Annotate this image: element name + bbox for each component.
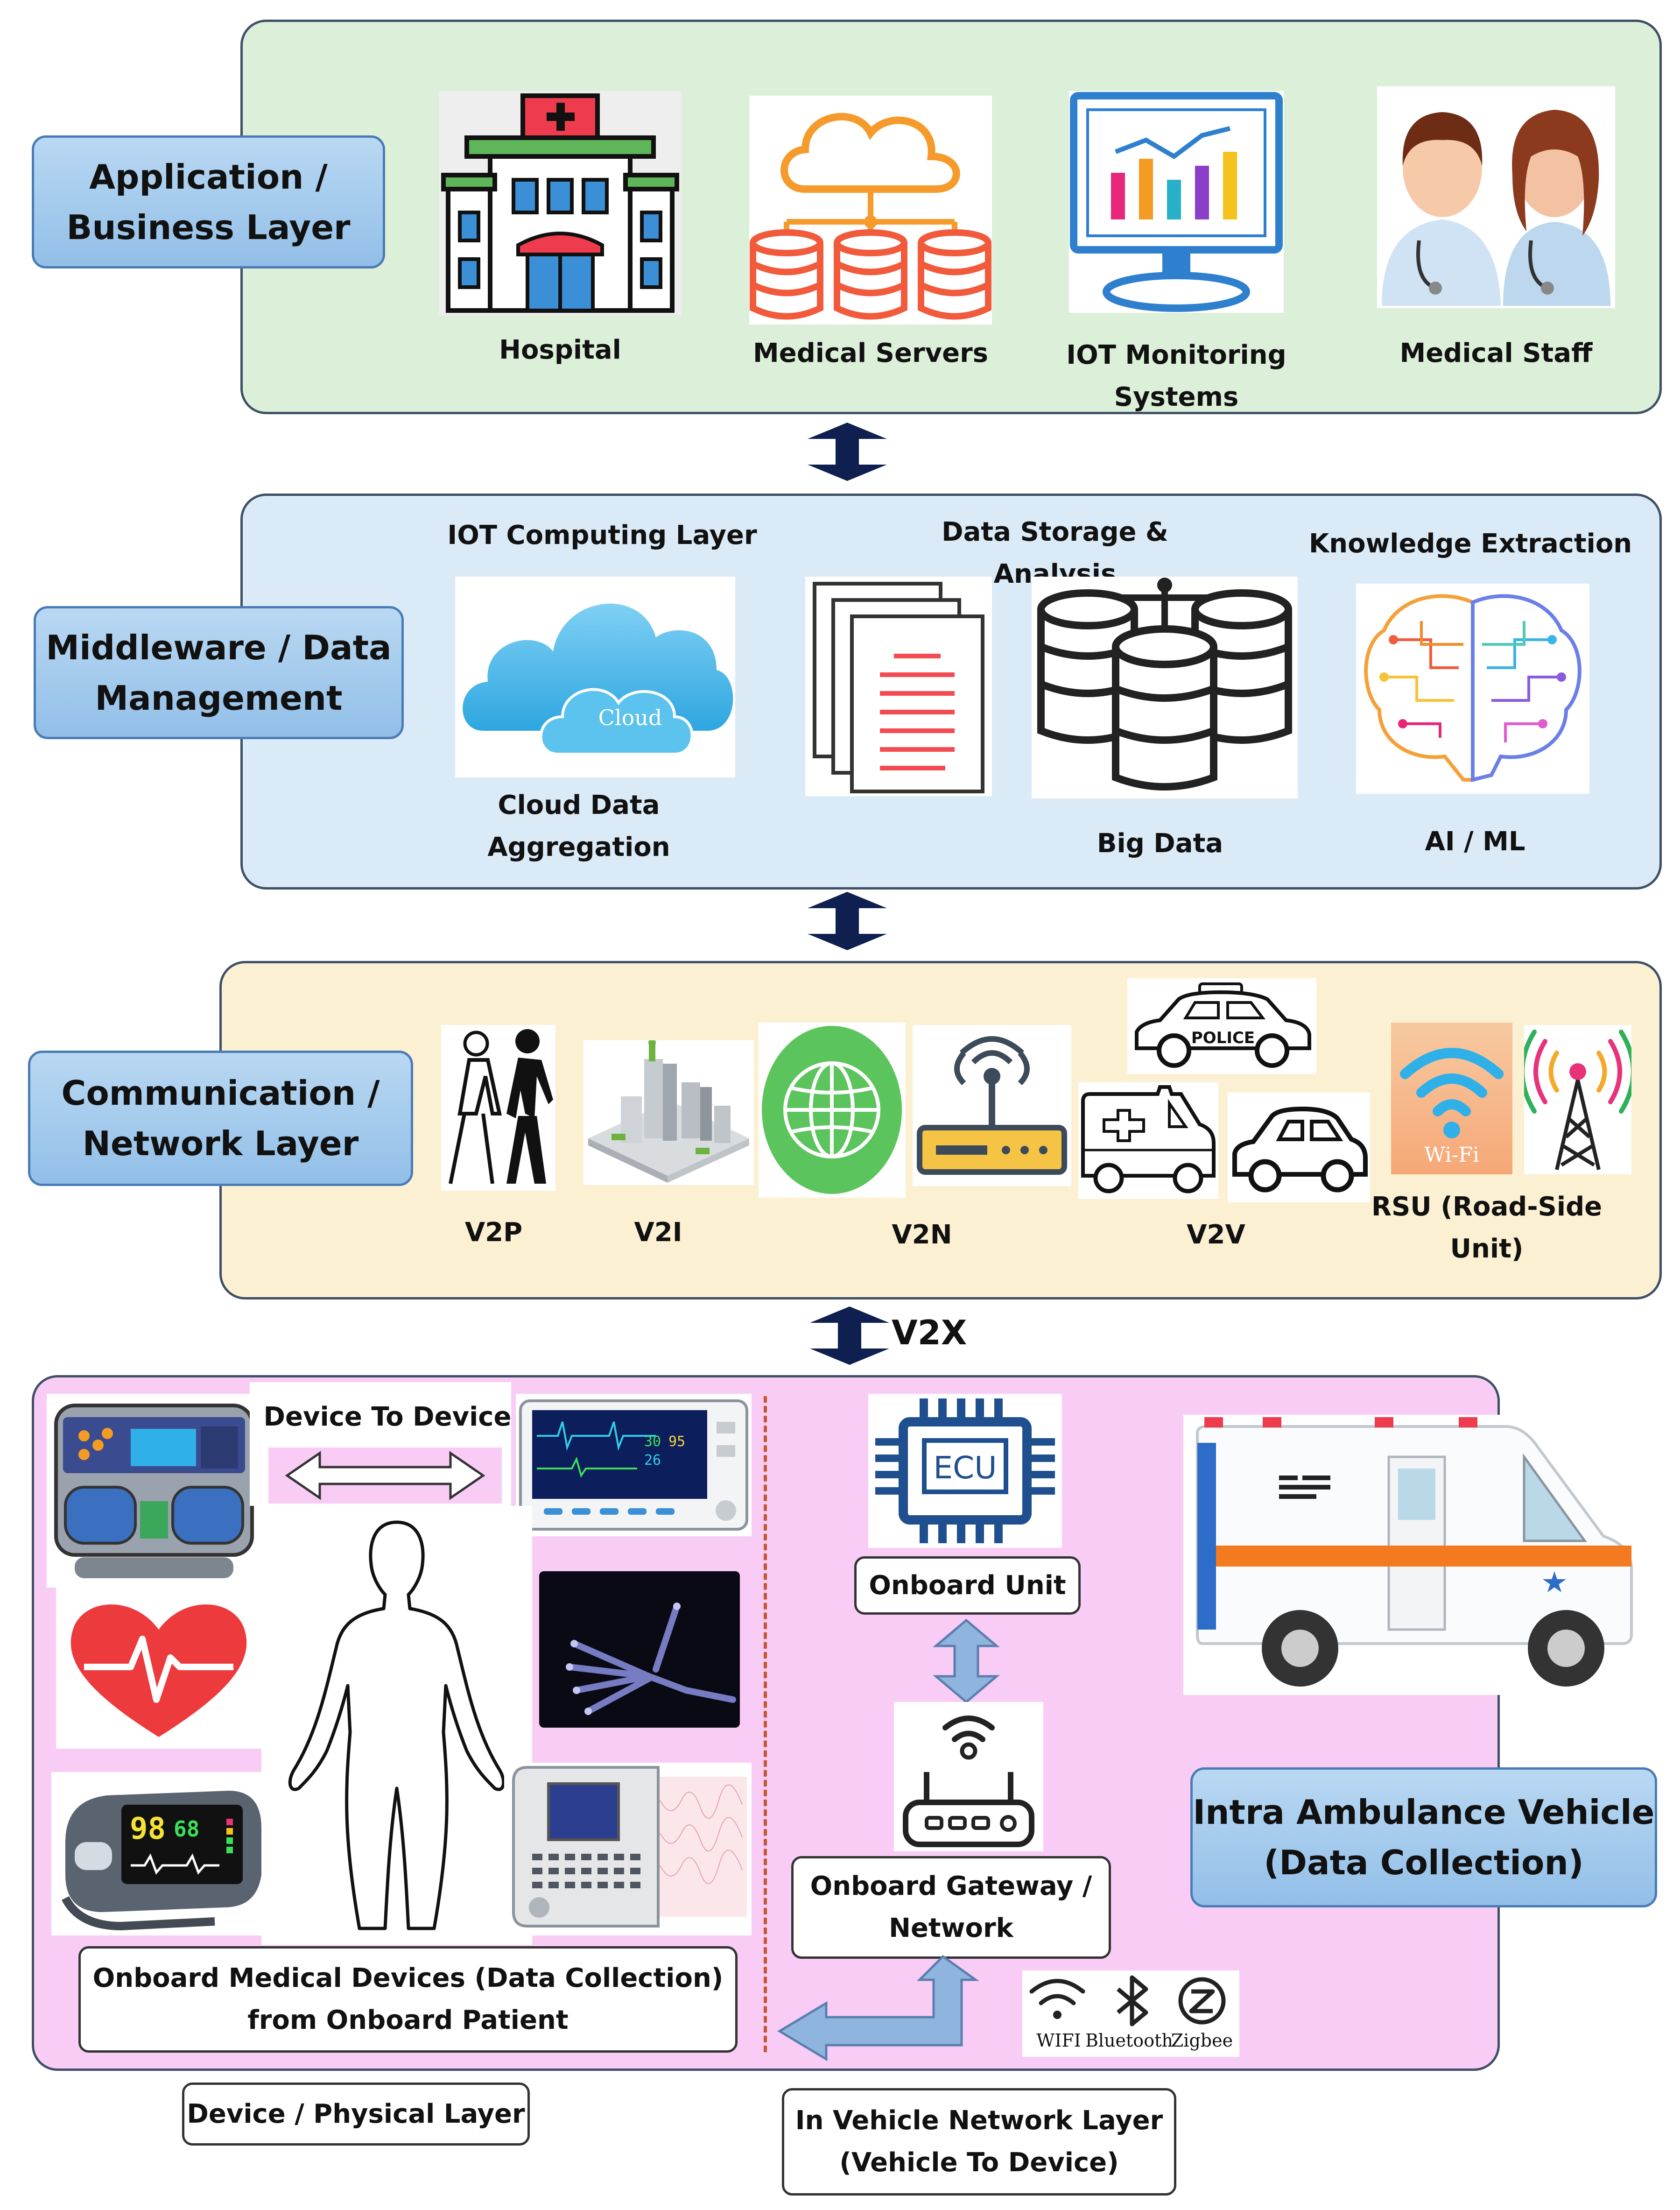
ambulance-icon (1183, 1415, 1645, 1695)
hospital-icon (439, 91, 682, 315)
cloud-text: Cloud (598, 705, 662, 730)
human-body-icon (261, 1508, 532, 1942)
v2p-caption: V2P (464, 1217, 523, 1248)
xray-hand-icon (532, 1550, 747, 1749)
big-data-icon (1032, 577, 1298, 798)
intra-ambulance-label: Intra Ambulance Vehicle (Data Collection… (1190, 1767, 1657, 1907)
oximeter-value-2: 68 (174, 1816, 200, 1842)
monitor-value-1: 30 (644, 1433, 661, 1450)
medical-staff-icon (1377, 86, 1615, 308)
globe-icon (759, 1023, 906, 1198)
knowledge-extraction-heading: Knowledge Extraction (1308, 529, 1632, 559)
ambulance-outline-icon (1078, 1082, 1218, 1199)
iot-monitoring-icon (1069, 91, 1284, 313)
pulse-oximeter-icon (51, 1772, 271, 1935)
monitor-value-3: 26 (644, 1452, 661, 1469)
ai-brain-icon (1356, 584, 1589, 794)
vertical-two-way-arrow-icon (931, 1618, 1001, 1704)
cloud-data-caption: Cloud Data Aggregation (487, 790, 670, 862)
protocol-bluetooth-label: Bluetooth (1085, 2030, 1173, 2051)
defibrillator-icon (47, 1394, 264, 1588)
v2v-caption: V2V (1187, 1220, 1245, 1250)
city-buildings-icon (583, 1040, 754, 1185)
ecu-text: ECU (933, 1450, 997, 1486)
wifi-text: Wi-Fi (1424, 1143, 1479, 1167)
device-physical-layer-label: Device / Physical Layer (182, 2083, 530, 2146)
device-to-device-caption: Device To Device (263, 1402, 512, 1432)
oximeter-value-1: 98 (130, 1812, 166, 1846)
antenna-tower-icon (1524, 1025, 1631, 1174)
police-text: POLICE (1191, 1029, 1255, 1047)
v2n-caption: V2N (892, 1220, 952, 1250)
documents-icon (805, 577, 992, 796)
double-arrow-icon (810, 1306, 889, 1365)
onboard-unit-box: Onboard Unit (854, 1556, 1081, 1615)
double-arrow-icon (808, 423, 887, 481)
wireless-protocols-panel (1022, 1970, 1239, 2057)
wifi-sign-icon (1391, 1023, 1512, 1174)
iot-monitoring-caption: IOT Monitoring Systems (1066, 340, 1286, 412)
ai-ml-caption: AI / ML (1425, 826, 1525, 857)
rsu-caption: RSU (Road-Side Unit) (1371, 1192, 1603, 1264)
double-arrow-icon (808, 892, 887, 950)
application-layer-label: Application / Business Layer (32, 135, 385, 268)
onboard-medical-devices-box: Onboard Medical Devices (Data Collection… (78, 1946, 738, 2053)
v2i-caption: V2I (634, 1217, 682, 1248)
protocol-zigbee-label: Zigbee (1171, 2030, 1233, 2051)
medical-servers-caption: Medical Servers (752, 338, 989, 368)
hospital-caption: Hospital (499, 335, 621, 365)
car-icon (1228, 1093, 1370, 1202)
dashed-divider (764, 1396, 767, 2052)
gateway-router-icon (894, 1702, 1043, 1851)
big-data-caption: Big Data (1097, 828, 1223, 859)
pedestrian-icon (441, 1025, 555, 1191)
communication-layer-label: Communication / Network Layer (28, 1051, 413, 1186)
bent-arrow-icon (775, 1954, 1004, 2064)
onboard-gateway-box: Onboard Gateway / Network (791, 1856, 1111, 1959)
ecu-chip-icon (868, 1394, 1062, 1548)
middleware-layer-label: Middleware / Data Management (34, 606, 404, 739)
monitor-value-2: 95 (668, 1433, 686, 1450)
cloud-icon (455, 577, 735, 777)
router-icon (913, 1025, 1071, 1186)
ecg-machine-icon (504, 1763, 752, 1935)
medical-servers-icon (749, 96, 992, 325)
two-way-arrow-icon (268, 1447, 502, 1504)
police-car-icon (1127, 978, 1316, 1074)
patient-monitor-icon (516, 1394, 752, 1536)
in-vehicle-network-layer-label: In Vehicle Network Layer (Vehicle To Dev… (782, 2088, 1176, 2196)
medical-staff-caption: Medical Staff (1399, 338, 1593, 368)
heart-icon (56, 1588, 261, 1749)
protocol-wifi-label: WIFI (1036, 2030, 1081, 2051)
iot-computing-heading: IOT Computing Layer (447, 520, 757, 551)
v2x-label: V2X (892, 1313, 967, 1352)
